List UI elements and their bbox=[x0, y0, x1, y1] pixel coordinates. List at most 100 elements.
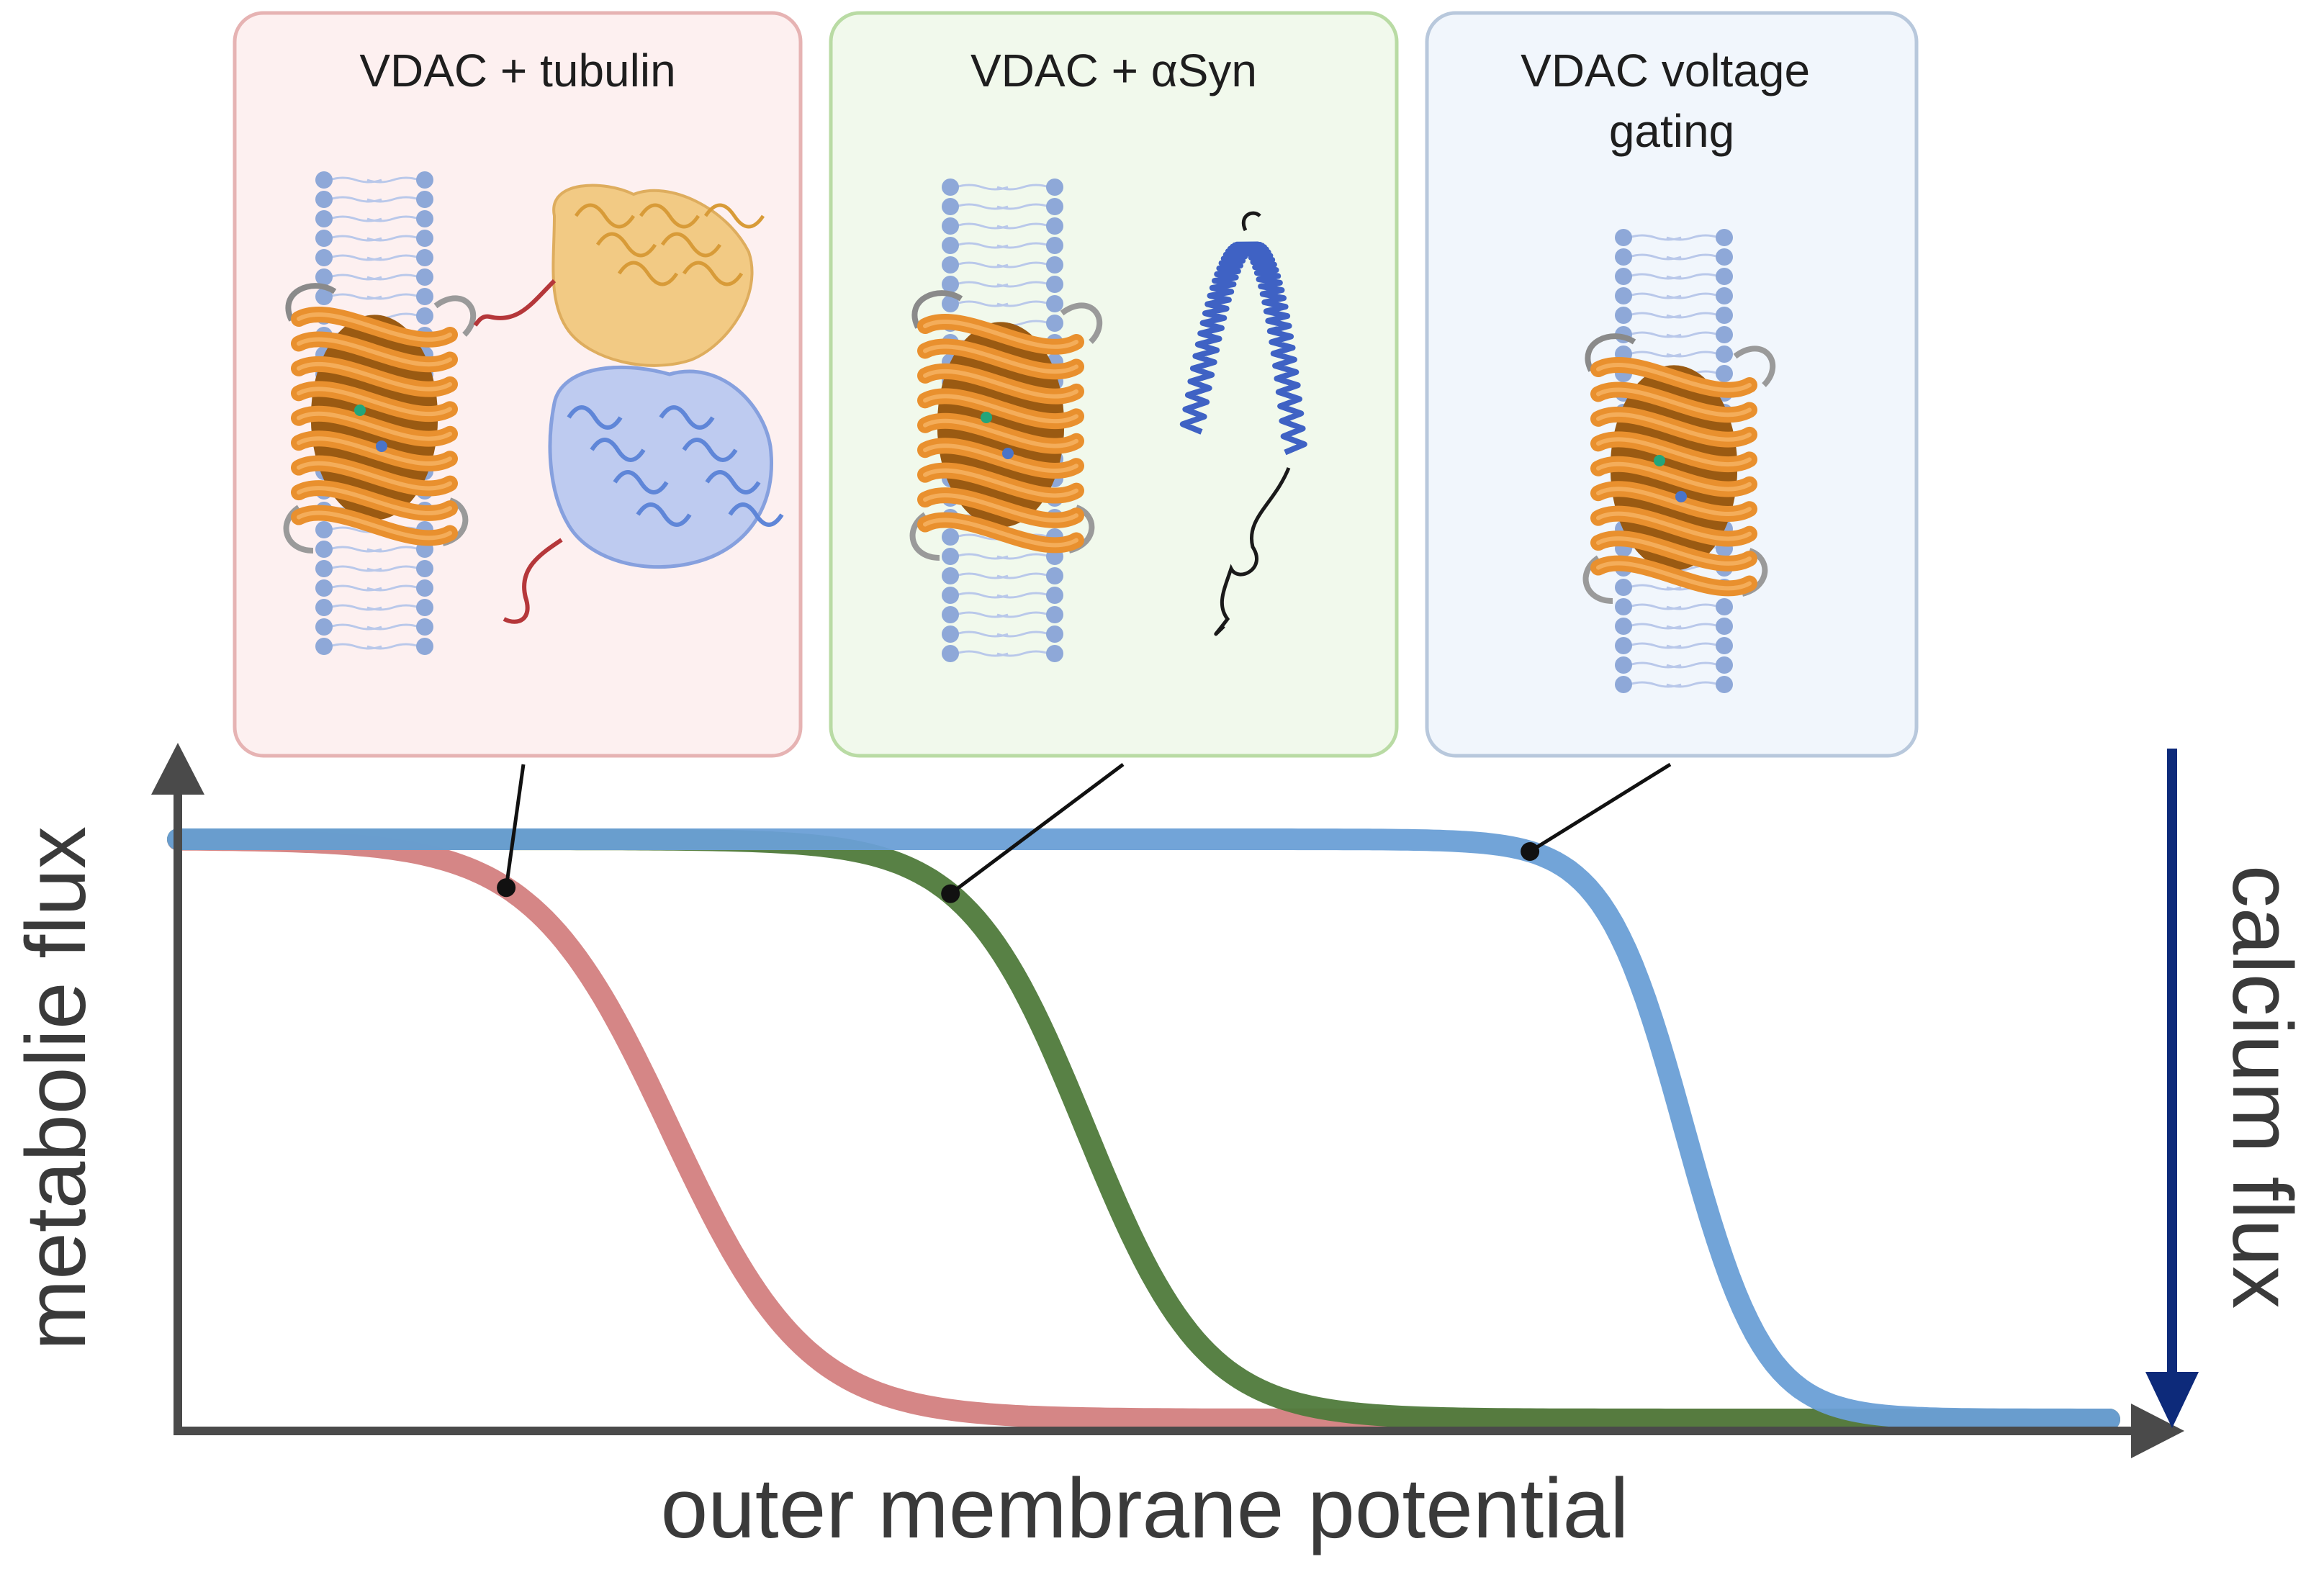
pointer-line bbox=[504, 764, 526, 888]
lipid-head bbox=[1716, 637, 1733, 654]
lipid-head bbox=[1716, 676, 1733, 693]
lipid-tail bbox=[996, 184, 1050, 191]
lipid-head bbox=[1716, 268, 1733, 285]
lipid-head bbox=[1716, 287, 1733, 304]
alpha-synuclein bbox=[1179, 211, 1307, 636]
panel-title-line: VDAC + tubulin bbox=[359, 45, 675, 96]
vdac-strand-highlight bbox=[297, 436, 452, 466]
lipid-head bbox=[416, 268, 433, 286]
lipid-head bbox=[315, 541, 333, 558]
vdac-strand-highlight bbox=[1596, 387, 1752, 417]
lipid-head bbox=[416, 171, 433, 189]
lipid-head bbox=[942, 179, 959, 196]
lipid-head bbox=[942, 237, 959, 254]
lipid-head bbox=[1046, 606, 1063, 623]
lipid-tail bbox=[366, 546, 420, 553]
pointer-dot bbox=[941, 884, 960, 903]
lipid-head bbox=[315, 210, 333, 227]
lipid-head bbox=[315, 579, 333, 597]
vdac-ligand bbox=[1654, 455, 1665, 466]
lipid-head bbox=[1716, 656, 1733, 674]
vdac-ligand bbox=[1002, 448, 1014, 459]
lipid-head bbox=[1716, 618, 1733, 635]
vdac-barrel bbox=[1582, 333, 1776, 604]
lipid-head bbox=[1615, 287, 1632, 304]
pointer-dot bbox=[1521, 841, 1540, 861]
vdac-loop bbox=[285, 283, 337, 322]
asyn-loop bbox=[1242, 211, 1261, 232]
pointer-line bbox=[1528, 762, 1672, 854]
lipid-head bbox=[1615, 598, 1632, 615]
tubulin-beta-helix bbox=[567, 405, 623, 430]
lipid-tail bbox=[996, 281, 1050, 288]
lipid-tail bbox=[366, 604, 420, 611]
asyn-disordered-tail bbox=[1214, 467, 1291, 636]
vdac-strand-highlight bbox=[923, 443, 1078, 473]
lipid-tail bbox=[996, 592, 1050, 599]
lipid-head bbox=[942, 645, 959, 662]
vdac-strand-highlight bbox=[297, 461, 452, 491]
lipid-head bbox=[416, 191, 433, 208]
vdac-loop bbox=[433, 295, 477, 337]
panel-vdac-asyn: VDAC + αSyn bbox=[829, 11, 1399, 758]
x-axis-label: outer membrane potential bbox=[661, 1461, 1629, 1556]
lipid-head bbox=[1046, 237, 1063, 254]
lipid-head bbox=[1615, 307, 1632, 324]
lipid-tail bbox=[996, 572, 1050, 579]
lipid-head bbox=[942, 606, 959, 623]
vdac-strand-highlight bbox=[1596, 437, 1752, 467]
tubulin-beta-helix bbox=[728, 502, 784, 527]
lipid-tail bbox=[366, 623, 420, 631]
lipid-head bbox=[416, 638, 433, 655]
vdac-strand-highlight bbox=[297, 312, 452, 342]
vdac-strand-highlight bbox=[297, 411, 452, 441]
vdac-strand-highlight bbox=[923, 518, 1078, 548]
lipid-tail bbox=[1666, 661, 1719, 669]
lipid-head bbox=[315, 599, 333, 616]
lipid-tail bbox=[366, 293, 420, 300]
lipid-head bbox=[1716, 598, 1733, 615]
lipid-tail bbox=[996, 611, 1050, 618]
lipid-head bbox=[1615, 618, 1632, 635]
flux-curve-tubulin bbox=[167, 828, 2120, 1430]
lipid-head bbox=[1046, 315, 1063, 332]
pointer-dot bbox=[497, 878, 516, 898]
tubulin-alpha-helix bbox=[595, 232, 657, 258]
vdac-ligand bbox=[1675, 491, 1687, 502]
vdac-ligand bbox=[981, 412, 992, 423]
lipid-tail bbox=[1666, 642, 1719, 649]
lipid-head bbox=[1046, 295, 1063, 312]
lipid-tail bbox=[1666, 331, 1719, 338]
pointer-line bbox=[949, 762, 1125, 895]
vdac-strand-highlight bbox=[923, 493, 1078, 523]
lipid-head bbox=[315, 521, 333, 538]
lipid-head bbox=[942, 276, 959, 293]
tubulin-alpha-subunit bbox=[551, 184, 754, 367]
lipid-tail bbox=[996, 222, 1050, 230]
vdac-strand-highlight bbox=[1596, 363, 1752, 392]
lipid-tail bbox=[366, 254, 420, 261]
lipid-tail bbox=[1666, 292, 1719, 299]
lipid-head bbox=[315, 560, 333, 577]
y-axis-arrowhead bbox=[151, 743, 204, 795]
lipid-tail bbox=[1666, 312, 1719, 319]
lipid-head bbox=[942, 198, 959, 215]
lipid-tail bbox=[996, 203, 1050, 210]
lipid-head bbox=[1716, 248, 1733, 266]
tubulin-dimer bbox=[473, 184, 784, 624]
lipid-head bbox=[1716, 326, 1733, 343]
lipid-head bbox=[942, 567, 959, 584]
flux-curves bbox=[167, 828, 2120, 1430]
lipid-tail bbox=[1666, 603, 1719, 610]
tubulin-beta-helix bbox=[590, 438, 646, 462]
tubulin-beta-helix bbox=[613, 470, 669, 494]
lipid-head bbox=[416, 307, 433, 325]
panel-title-line: gating bbox=[1609, 105, 1734, 157]
lipid-head bbox=[416, 210, 433, 227]
lipid-head bbox=[1046, 276, 1063, 293]
vdac-loop bbox=[911, 290, 963, 329]
vdac-strand-highlight bbox=[297, 486, 452, 515]
lipid-tail bbox=[1666, 351, 1719, 358]
vdac-strand-highlight bbox=[923, 394, 1078, 424]
